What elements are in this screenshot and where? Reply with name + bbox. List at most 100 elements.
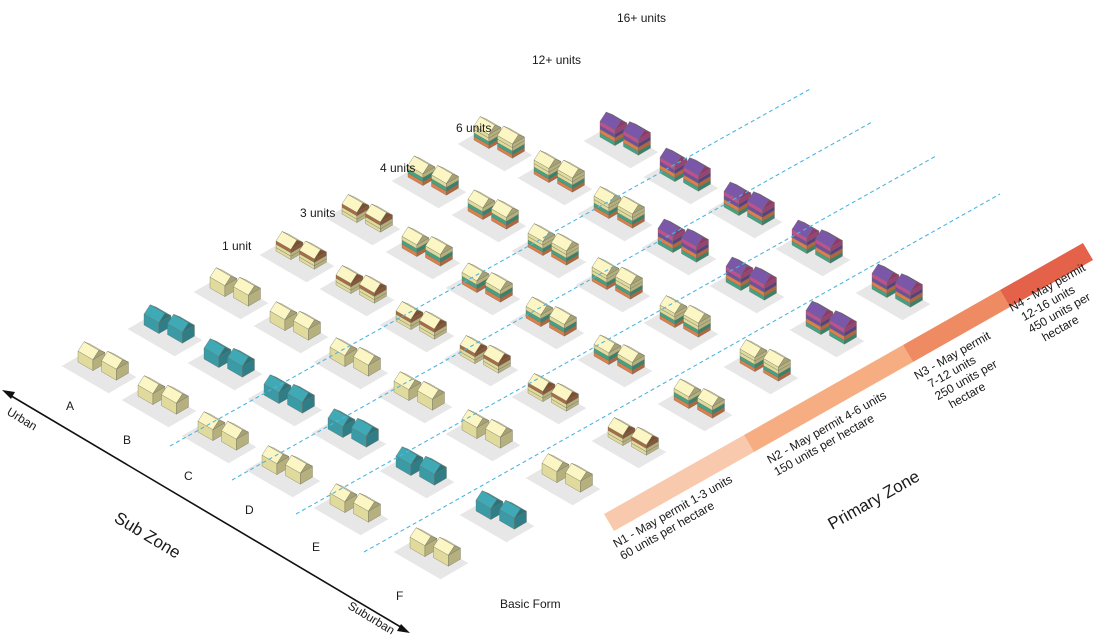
axis-arrow-end [397,624,410,633]
building-block [749,266,777,301]
building-block [815,229,843,264]
building-block [359,274,387,304]
building-block [353,347,381,377]
gable-end [566,391,579,402]
gable-end [424,536,438,546]
building-block [143,304,172,334]
unit-label-3: 3 units [300,206,335,220]
gable-end [672,227,686,238]
gable-end [416,235,430,246]
gable-end [432,389,445,400]
building-block [287,384,315,414]
dashed-zone-lines [169,87,1001,553]
building-block [395,446,424,476]
building-block [341,194,370,223]
dashed-zone-line [231,121,873,481]
gable-end [248,285,261,296]
building-block [329,483,358,513]
building-block [565,463,593,493]
gable-end [368,501,381,512]
building-block [461,409,490,439]
building-block [497,125,525,159]
building-block [197,411,226,441]
gable-end [342,417,356,427]
gable-end [356,202,370,213]
gable-end [762,200,775,210]
gable-end [566,241,579,252]
gable-end [910,282,923,292]
gable-end [92,350,106,360]
building-block [329,337,358,367]
gable-end [498,353,511,364]
building-block [335,265,364,294]
building-block [607,417,636,446]
gable-end [158,313,172,323]
gable-end [308,319,321,330]
building-block [77,341,106,371]
axis-title: Sub Zone [111,508,184,562]
building-block [407,155,436,186]
axis-line [7,393,405,630]
gable-end [366,426,379,437]
building-block [101,351,129,381]
building-block [227,348,255,378]
gable-end [632,204,645,215]
gable-end [632,352,645,363]
building-block [393,371,422,401]
gable-end [688,387,702,398]
zone-band-n1 [604,435,754,531]
building-block [351,418,379,448]
gable-end [408,380,422,390]
dashed-zone-line [169,87,813,447]
gable-end [300,463,313,474]
unit-label-6: 6 units [456,121,491,135]
gable-end [284,310,298,320]
gable-end [830,238,843,248]
gable-end [638,130,651,140]
gable-end [440,244,453,255]
building-block [659,147,688,182]
unit-label-12: 12+ units [532,53,581,67]
building-block [417,381,445,411]
building-block [459,335,488,364]
gable-end [540,305,554,316]
gable-end [512,134,525,145]
building-block [473,116,502,149]
building-block [623,121,651,156]
gable-end [290,239,304,250]
building-block [591,257,620,290]
gable-end [556,462,570,472]
gable-end [434,464,447,475]
gable-end [764,275,777,285]
gable-end [344,346,358,356]
building-block [499,500,527,530]
gable-end [410,309,424,320]
building-block [395,301,424,330]
building-block [209,267,238,297]
building-block [467,189,496,220]
gable-end [674,303,688,314]
building-block [285,455,313,485]
building-block [233,277,261,307]
gable-end [712,396,725,407]
gable-end [844,319,857,329]
gable-end [218,347,232,357]
building-block [425,236,453,267]
gable-end [236,429,249,440]
building-block [161,385,189,415]
subzone-letters: A B C D E F [66,399,403,603]
buildings [77,111,923,567]
building-block [527,223,556,256]
gable-end [482,198,496,209]
gable-end [476,271,490,282]
building-block [137,375,166,405]
axis-end-label: Suburban [345,599,397,638]
gable-end [380,212,393,223]
building-block [419,456,447,486]
building-block [541,453,570,483]
primary-zone-band [604,243,1093,531]
basic-form-label: Basic Form [500,597,561,611]
building-block [401,226,430,257]
gable-end [152,384,166,394]
